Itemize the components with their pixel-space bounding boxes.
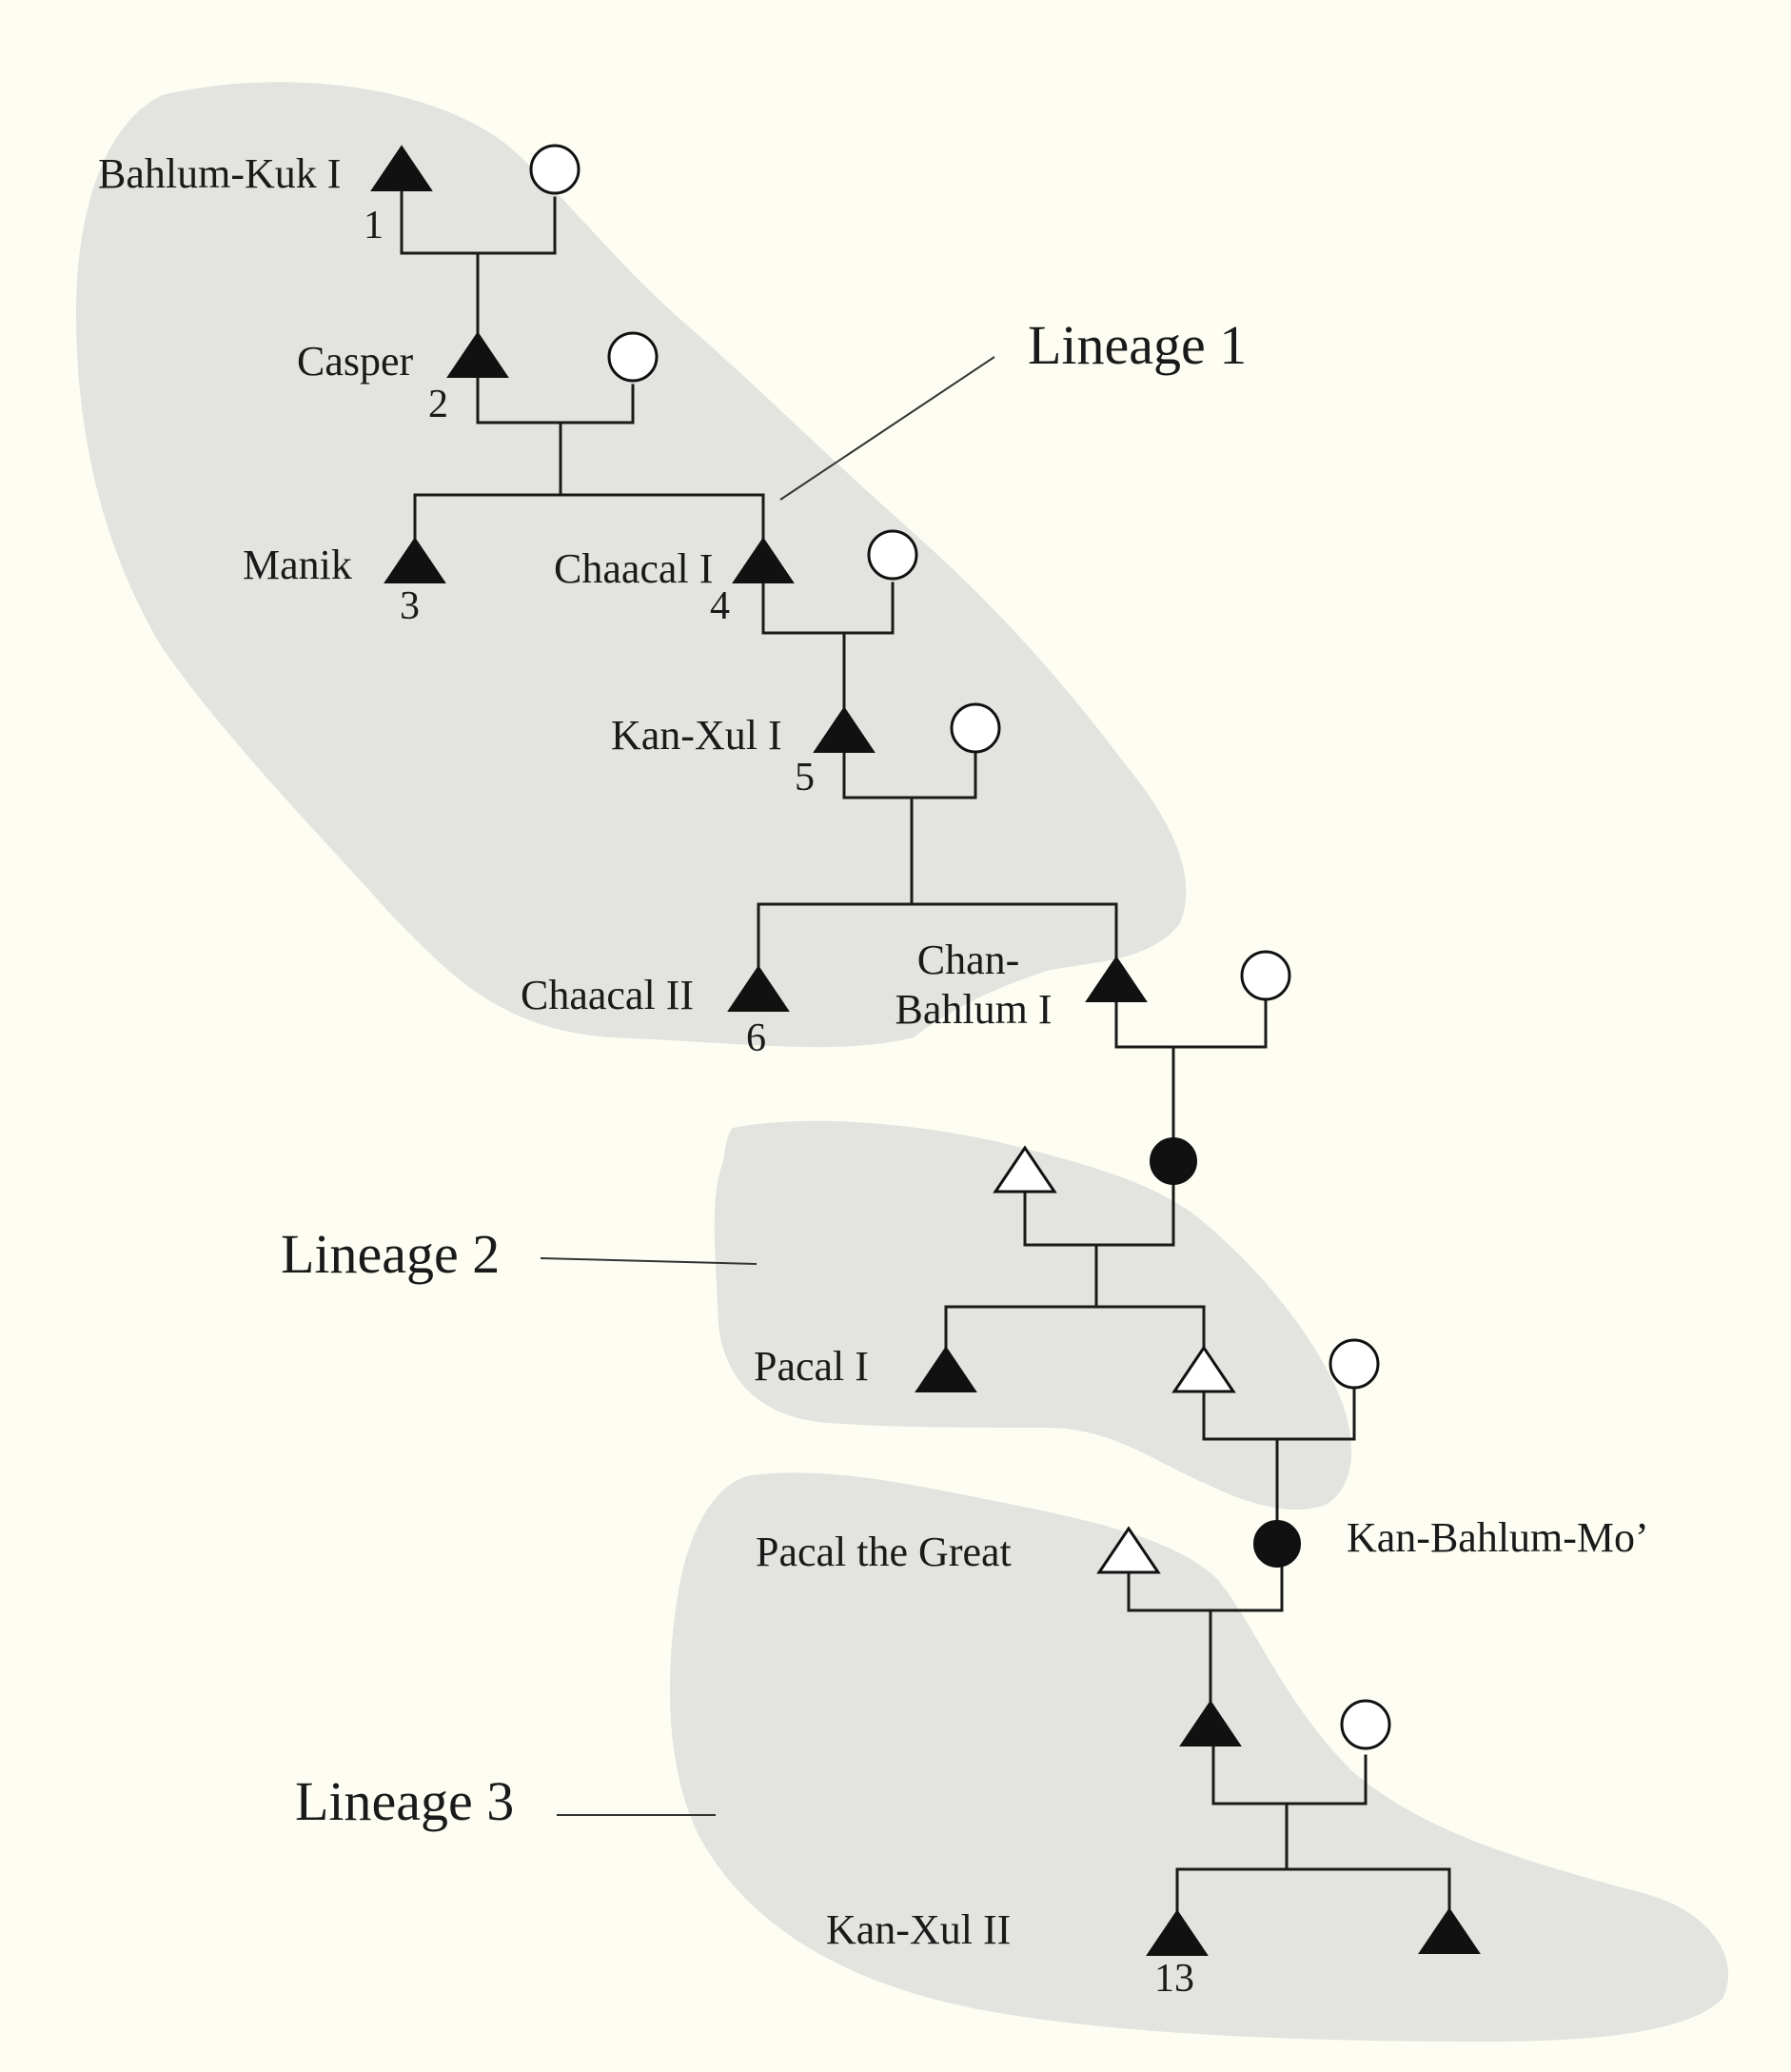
filled-triangle-p9-icon — [915, 1346, 977, 1392]
filled-triangle-p7-icon — [1085, 956, 1148, 1002]
name-casper: Casper — [297, 338, 414, 385]
lineage-2-leader — [540, 1257, 758, 1265]
number-3: 3 — [400, 584, 420, 628]
number-1: 1 — [364, 204, 384, 247]
name-chaacal-ii: Chaacal II — [521, 972, 694, 1018]
open-circle-p7w-icon — [1240, 950, 1291, 1001]
kinship-lines — [400, 187, 1451, 1919]
lineage-labels: Lineage 1 Lineage 2 Lineage 3 — [281, 314, 1247, 1832]
open-triangle-p8h-icon — [993, 1145, 1057, 1194]
name-chan-bahlum-i-line2: Bahlum I — [896, 986, 1053, 1033]
filled-triangle-p6-icon — [727, 965, 790, 1012]
lineage-1-region — [76, 82, 1187, 1048]
name-chan-bahlum-i-line1: Chan- — [917, 937, 1020, 983]
name-chan-bahlum-ii: Kan-Xul II — [826, 1906, 1011, 1953]
lineage-1-leader — [779, 356, 995, 501]
lineage-2-label: Lineage 2 — [281, 1223, 500, 1285]
number-6: 6 — [746, 1016, 766, 1060]
filled-triangle-p4-icon — [732, 537, 795, 583]
lineage-3-region — [669, 1472, 1729, 2042]
open-circle-p2w-icon — [607, 331, 659, 383]
name-manik: Manik — [243, 542, 352, 588]
number-4: 4 — [710, 584, 730, 628]
filled-triangle-p2-icon — [446, 331, 509, 378]
person-symbols — [370, 144, 1481, 1956]
open-circle-pPIw-icon — [1328, 1338, 1380, 1390]
name-kan-bahlum-mo: Pacal the Great — [756, 1529, 1012, 1575]
filled-triangle-p1-icon — [370, 145, 433, 191]
person-labels: Bahlum-Kuk I 1 Casper 2 Manik 3 Chaacal … — [98, 150, 1649, 2001]
open-circle-p1w-icon — [529, 144, 581, 195]
name-kan-xul-i: Kan-Xul I — [611, 712, 782, 759]
filled-triangle-p13-icon — [1418, 1907, 1481, 1954]
lineage-3-label: Lineage 3 — [295, 1770, 514, 1832]
filled-circle-p10-icon — [1253, 1520, 1301, 1568]
filled-triangle-p12-icon — [1146, 1909, 1209, 1956]
open-circle-p4w-icon — [867, 529, 918, 581]
name-bahlum-kuk-i: Bahlum-Kuk I — [98, 150, 341, 197]
open-triangle-pPI-icon — [1171, 1345, 1236, 1393]
filled-triangle-p5-icon — [813, 706, 876, 753]
open-triangle-pKBM-icon — [1096, 1526, 1161, 1574]
filled-circle-p8-icon — [1150, 1137, 1197, 1185]
number-2: 2 — [428, 383, 448, 426]
filled-triangle-p3-icon — [384, 537, 446, 583]
name-ac-kan: Pacal I — [754, 1343, 869, 1390]
open-circle-p11w-icon — [1340, 1699, 1391, 1750]
open-circle-p5w-icon — [950, 702, 1001, 754]
name-chaacal-i: Chaacal I — [554, 545, 713, 592]
name-chan-bahlum-i: Chan- Bahlum I — [896, 937, 1053, 1033]
name-l-zac-kuk: Kan-Bahlum-Mo’ — [1347, 1514, 1649, 1561]
number-5: 5 — [795, 756, 815, 799]
filled-triangle-p11-icon — [1179, 1700, 1242, 1746]
lineage-2-region — [714, 1120, 1352, 1510]
lineage-1-label: Lineage 1 — [1028, 314, 1247, 376]
number-12: 13 — [1154, 1957, 1194, 2001]
